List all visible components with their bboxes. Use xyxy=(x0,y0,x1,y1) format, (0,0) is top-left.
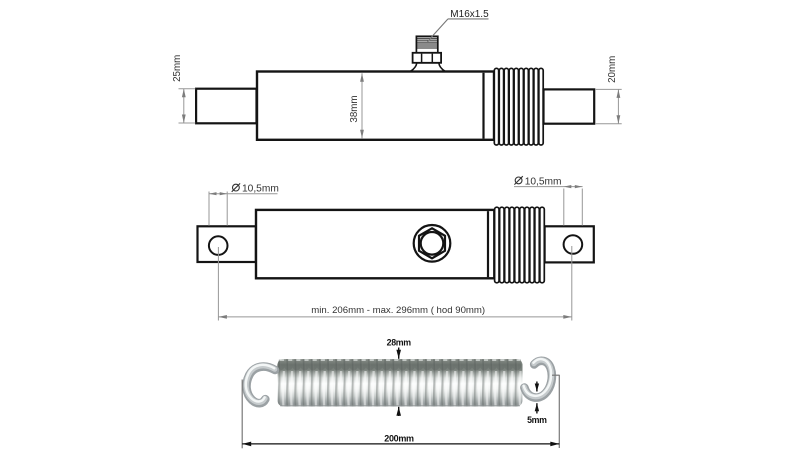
svg-text:5mm: 5mm xyxy=(527,415,547,425)
svg-text:10,5mm: 10,5mm xyxy=(242,184,279,195)
svg-text:min. 206mm - max. 296mm ( hod: min. 206mm - max. 296mm ( hod 90mm) xyxy=(311,305,485,316)
svg-text:200mm: 200mm xyxy=(384,433,414,443)
svg-text:20mm: 20mm xyxy=(607,56,618,83)
svg-text:28mm: 28mm xyxy=(387,337,412,347)
svg-text:38mm: 38mm xyxy=(349,95,360,122)
svg-text:25mm: 25mm xyxy=(172,55,183,82)
svg-text:M16x1.5: M16x1.5 xyxy=(450,9,489,20)
svg-text:10,5mm: 10,5mm xyxy=(525,176,562,187)
